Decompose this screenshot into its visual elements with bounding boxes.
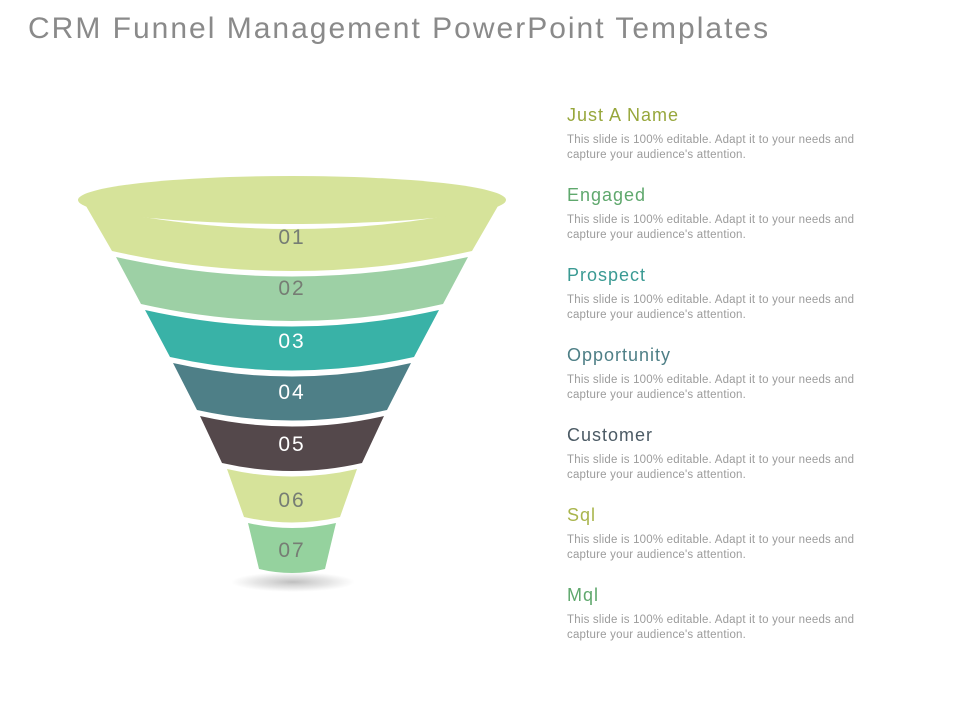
funnel-segment-05-label: 05 [278, 433, 305, 456]
funnel-segment-04: 04 [173, 363, 411, 421]
legend-heading: Prospect [567, 265, 647, 285]
legend-description: This slide is 100% editable. Adapt it to… [567, 214, 855, 241]
legend-item-customer: Customer This slide is 100% editable. Ad… [567, 424, 907, 504]
legend-heading: Mql [567, 585, 600, 605]
funnel-segment-05: 05 [200, 416, 384, 471]
legend-item-just-a-name: Just A Name This slide is 100% editable.… [567, 104, 907, 184]
funnel-segment-07-label: 07 [278, 539, 305, 562]
legend-column: Just A Name This slide is 100% editable.… [567, 104, 907, 664]
legend-heading: Opportunity [567, 345, 672, 365]
legend-item-prospect: Prospect This slide is 100% editable. Ad… [567, 264, 907, 344]
legend-description: This slide is 100% editable. Adapt it to… [567, 614, 855, 641]
funnel-segment-02: 02 [116, 257, 468, 321]
funnel-segment-04-label: 04 [278, 381, 305, 404]
legend-heading: Customer [567, 425, 654, 445]
funnel-segment-06-label: 06 [278, 489, 305, 512]
legend-description: This slide is 100% editable. Adapt it to… [567, 374, 855, 401]
funnel-segment-03: 03 [145, 310, 439, 371]
funnel-top-ellipse [78, 176, 506, 224]
legend-item-engaged: Engaged This slide is 100% editable. Ada… [567, 184, 907, 264]
legend-description: This slide is 100% editable. Adapt it to… [567, 534, 855, 561]
legend-item-mql: Mql This slide is 100% editable. Adapt i… [567, 584, 907, 664]
funnel-segment-05-shape [200, 416, 384, 471]
funnel-segment-02-shape [116, 257, 468, 321]
legend-description: This slide is 100% editable. Adapt it to… [567, 294, 855, 321]
slide-title: CRM Funnel Management PowerPoint Templat… [28, 12, 771, 45]
funnel-segment-02-label: 02 [278, 277, 305, 300]
legend-description: This slide is 100% editable. Adapt it to… [567, 454, 855, 481]
legend-heading: Engaged [567, 185, 647, 205]
funnel-segment-07-shape [248, 523, 336, 573]
legend-heading: Just A Name [567, 105, 680, 125]
funnel-segment-03-shape [145, 310, 439, 371]
funnel-segment-04-shape [173, 363, 411, 421]
funnel-segment-03-label: 03 [278, 330, 305, 353]
funnel-shadow [231, 572, 355, 592]
funnel-segment-01-shape [86, 206, 498, 271]
legend-heading: Sql [567, 505, 597, 525]
legend-item-sql: Sql This slide is 100% editable. Adapt i… [567, 504, 907, 584]
funnel-segment-06: 06 [227, 469, 357, 523]
legend-item-opportunity: Opportunity This slide is 100% editable.… [567, 344, 907, 424]
funnel-segment-01-label: 01 [278, 226, 305, 249]
funnel-segment-01: 01 [86, 206, 498, 271]
funnel-segment-07: 07 [248, 523, 336, 573]
legend-description: This slide is 100% editable. Adapt it to… [567, 134, 855, 161]
funnel-segment-06-shape [227, 469, 357, 523]
